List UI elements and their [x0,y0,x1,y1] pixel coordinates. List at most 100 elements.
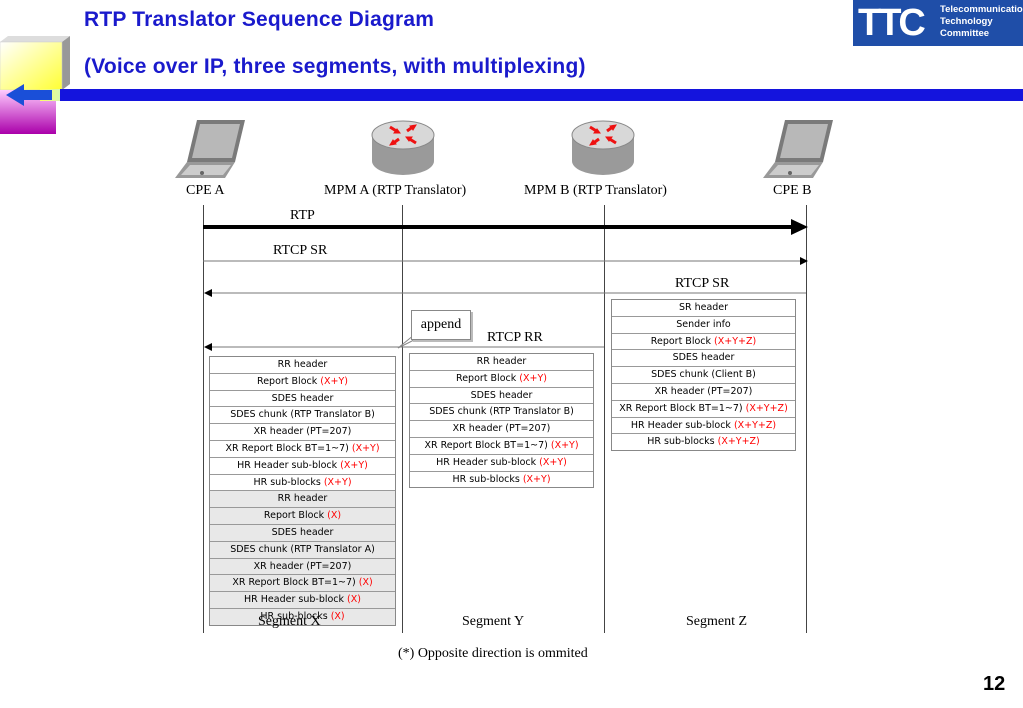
packet-field-scope: (X) [358,577,373,589]
rtcp-sr-forward-label: RTCP SR [273,243,328,258]
packet-field-row: HR Header sub-block (X+Y+Z) [612,418,795,435]
packet-field-row: XR header (PT=207) [612,384,795,401]
packet-field-row: XR Report Block BT=1~7) (X) [210,575,395,593]
packet-field-row: Report Block (X) [210,508,395,525]
page-number: 12 [983,673,1006,695]
packet-field-scope: (X+Y+Z) [733,419,777,431]
packet-field-name: Report Block [650,335,715,347]
packet-field-row: SDES chunk (Client B) [612,367,795,384]
packet-field-row: HR sub-blocks (X+Y+Z) [612,434,795,450]
lifeline-mpm-a [402,205,403,633]
packet-field-row: XR header (PT=207) [410,421,593,438]
packet-field-scope: (X+Y) [539,456,567,468]
laptop-icon [175,120,245,178]
packet-field-name: HR sub-blocks [647,436,718,448]
lifeline-cpe-b [806,205,807,633]
packet-field-name: XR header (PT=207) [654,385,753,397]
packet-field-row: Report Block (X+Y+Z) [612,334,795,351]
packet-field-name: HR sub-blocks [452,473,523,485]
segment-z-label: Segment Z [686,614,748,629]
packet-field-name: RR header [277,493,328,505]
packet-field-row: SR header [612,300,795,317]
packet-field-row: RR header [410,354,593,371]
logo-line-1: Telecommunication [940,4,1023,15]
packet-field-row: HR sub-blocks (X) [210,608,395,625]
packet-field-name: SDES header [271,392,334,404]
packet-field-name: HR sub-blocks [253,476,324,488]
mpm-a-label: MPM A (RTP Translator) [324,183,467,198]
ttc-logo-abbr: TTC [858,2,926,44]
cpe-b-label: CPE B [773,183,812,198]
packet-field-row: HR Header sub-block (X+Y) [410,455,593,472]
packet-field-name: SDES header [271,526,334,538]
packet-field-name: XR Report Block BT=1~7) [232,577,359,589]
packet-field-name: SDES chunk (RTP Translator B) [429,406,574,418]
cpe-a-label: CPE A [186,183,225,198]
logo-line-2: Technology [940,16,993,27]
packet-field-row: XR Report Block BT=1~7) (X+Y+Z) [612,401,795,418]
packet-field-scope: (X+Y) [519,372,547,384]
append-callout: append [411,310,471,340]
packet-field-scope: (X) [347,594,361,606]
packet-field-row: Report Block (X+Y) [210,374,395,391]
logo-line-3: Committee [940,28,990,39]
packet-field-name: Sender info [676,318,731,330]
segment-x-label: Segment X [258,614,321,629]
packet-field-scope: (X+Y) [351,442,380,454]
packet-field-row: Sender info [612,317,795,334]
lifeline-mpm-b [604,205,605,633]
packet-field-name: Report Block [263,510,328,522]
packet-field-name: SR header [678,302,729,313]
packet-field-name: RR header [277,359,328,370]
packet-field-name: SDES chunk (RTP Translator B) [230,409,375,421]
rtcp-rr-arrow [204,343,604,351]
rtcp-rr-label: RTCP RR [487,330,543,345]
packet-field-row: SDES chunk (RTP Translator B) [410,404,593,422]
footnote: (*) Opposite direction is ommited [398,646,588,661]
rtcp-sr-back-arrow [204,289,806,297]
packet-field-scope: (X+Y+Z) [717,436,760,448]
packet-field-name: SDES header [470,389,533,401]
packet-field-row: SDES header [410,388,593,405]
packet-field-scope: (X+Y) [550,439,579,451]
packet-field-scope: (X+Y) [320,375,348,387]
packet-field-row: HR Header sub-block (X) [210,592,395,609]
packet-field-scope: (X+Y+Z) [745,402,788,414]
packet-field-row: HR Header sub-block (X+Y) [210,458,395,475]
packet-field-row: XR Report Block BT=1~7) (X+Y) [210,441,395,458]
packet-field-name: HR Header sub-block [244,594,348,606]
rtp-arrow [203,219,808,235]
packet-field-scope: (X+Y+Z) [714,335,757,347]
packet-field-row: HR sub-blocks (X+Y) [210,475,395,492]
packet-field-name: XR header (PT=207) [253,560,352,572]
packet-field-row: SDES chunk (RTP Translator B) [210,407,395,425]
packet-field-row: SDES header [210,524,395,542]
packet-field-name: RR header [476,356,527,367]
packet-field-name: XR header (PT=207) [253,426,352,438]
rtcp-sr-forward-arrow [203,257,808,265]
packet-field-row: SDES chunk (RTP Translator A) [210,541,395,559]
packet-field-name: XR Report Block BT=1~7) [225,442,352,454]
packet-field-name: SDES chunk (RTP Translator A) [230,543,375,555]
packet-field-name: XR Report Block BT=1~7) [619,402,746,414]
segment-y-label: Segment Y [462,614,525,629]
packet-field-row: XR Report Block BT=1~7) (X+Y) [410,438,593,455]
packet-field-row: SDES header [210,391,395,408]
ttc-logo-text: Telecommunication Technology Committee [940,4,1023,40]
lifeline-cpe-a [203,205,204,633]
packet-field-name: HR Header sub-block [237,459,341,471]
packet-field-name: XR header (PT=207) [452,423,551,435]
packet-field-name: HR Header sub-block [630,419,734,431]
packet-field-scope: (X) [327,510,342,522]
ttc-logo [853,0,1023,46]
laptop-icon [763,120,833,178]
packet-field-scope: (X+Y) [522,473,551,485]
rtp-label: RTP [290,208,315,223]
page-subtitle: (Voice over IP, three segments, with mul… [84,55,586,78]
packet-field-name: XR Report Block BT=1~7) [424,439,551,451]
router-icon [371,120,435,175]
back-arrow-icon [6,84,52,106]
packet-field-row: SDES header [612,350,795,368]
